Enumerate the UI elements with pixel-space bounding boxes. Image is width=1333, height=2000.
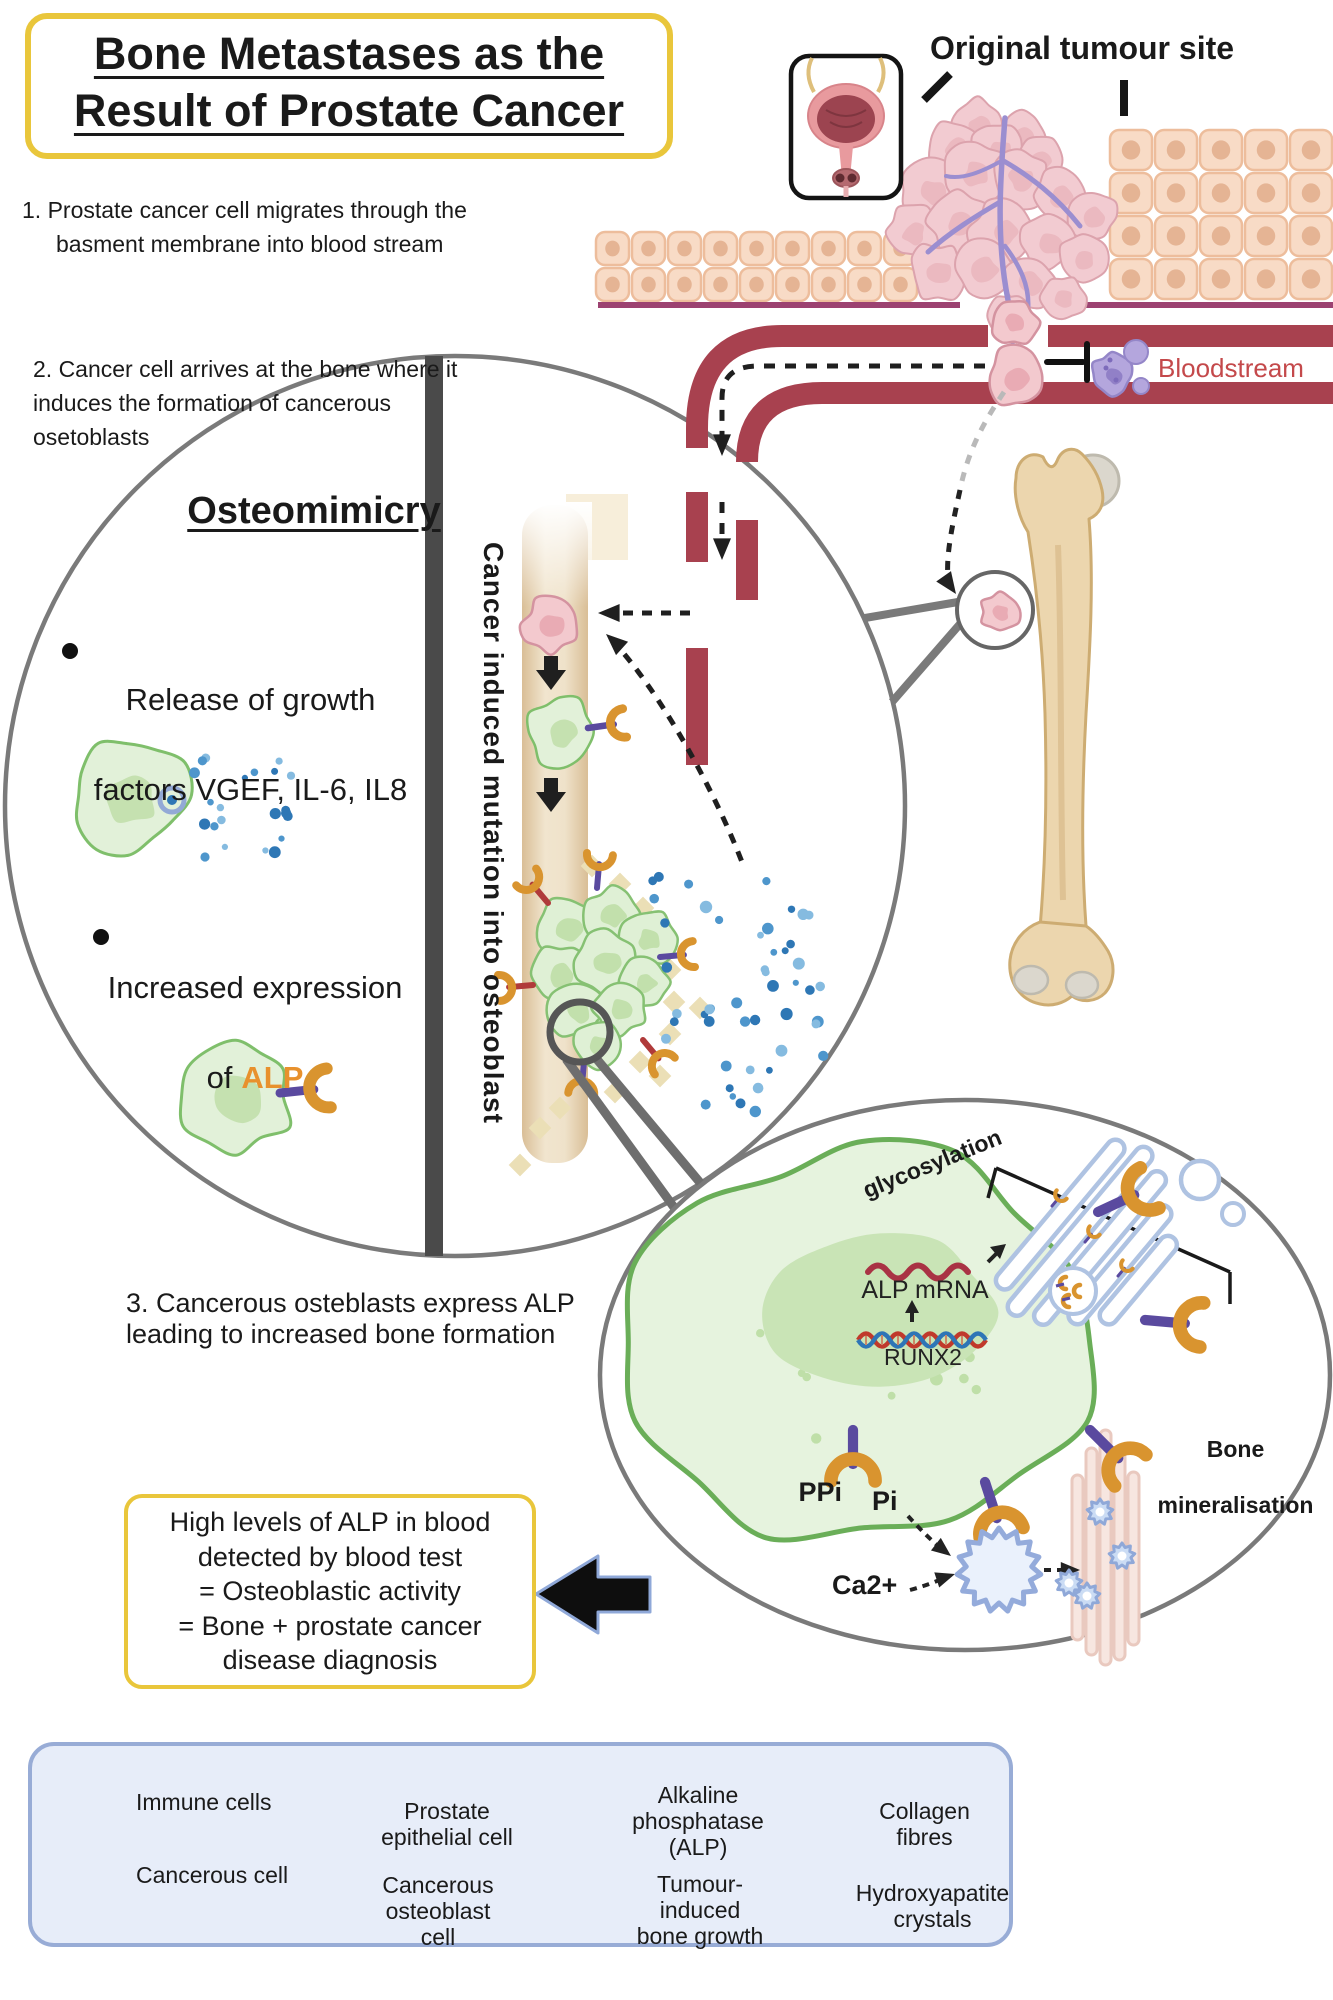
legend-box [28,1742,1013,1947]
step2-text: 2. Cancer cell arrives at the bone where… [33,356,458,450]
osteomimicry-circle [2,353,908,1259]
tumour-site-pointer-lines [921,71,1128,116]
magnifier-ring [546,998,614,1066]
page-title-line2: Result of Prostate Cancer [73,85,625,136]
blood-vessel-walls [686,325,1333,765]
osteomimicry-heading: Osteomimicry [187,490,441,532]
bullet-growth-factors: Release of growth factors VGEF, IL-6, IL… [93,682,408,807]
page-title-line1: Bone Metastases as the [93,28,605,79]
title-box: Bone Metastases as the Result of Prostat… [25,13,673,159]
diagnosis-result-box: High levels of ALP in blood detected by … [124,1494,536,1689]
legend-label-cancerous-cell: Cancerous cell [136,1862,289,1888]
growth-factor-spray [648,871,829,1118]
golgi-apparatus [993,1137,1246,1328]
runx2-label: RUNX2 [884,1344,962,1370]
bone-mineralisation-label: Bone mineralisation [1157,1436,1314,1518]
zoom-link-to-bone [864,570,1035,705]
result-line: = Bone + prostate cancer [178,1610,482,1641]
cancer-mutation-vertical-label: Cancer induced mutation into osteoblast [478,542,509,1124]
alp-highlight: ALP [241,1060,304,1095]
cancer-cell-entering-bloodstream [988,299,1044,407]
cancerous-osteoblast-detail-cell [624,1137,1097,1543]
legend-label-immune-cells: Immune cells [136,1789,272,1815]
arrowhead-to-bone [936,571,956,594]
result-line: = Osteoblastic activity [199,1576,461,1606]
result-line: High levels of ALP in blood [169,1507,491,1537]
epithelial-cell-layers [594,128,1333,303]
alp-membrane-receptors [824,1161,1211,1548]
step1-text: 1. Prostate cancer cell migrates through… [22,197,467,257]
basement-membrane [598,302,1333,308]
bullet-points [62,643,109,945]
alp-mrna-icon [865,1262,971,1282]
primary-tumour-mass [884,95,1119,342]
pi-label: Pi [872,1486,898,1516]
femur-bone [1008,447,1121,1007]
step3-text: 3. Cancerous osteblasts express ALP lead… [126,1288,575,1349]
metastatic-cell-on-bone [979,590,1022,632]
hydroxyapatite-crystals [930,1497,1137,1614]
bone-metastasis-circle [955,570,1035,650]
arrowheads [598,604,629,656]
immune-inhibition-tbar [1044,341,1090,383]
bloodstream-label: Bloodstream [1158,353,1304,383]
result-arrow [534,1554,652,1635]
result-line: detected by blood test [197,1541,463,1572]
result-line: disease diagnosis [222,1645,438,1675]
divider-bar [425,356,443,1256]
original-tumour-site-label: Original tumour site [930,30,1235,66]
immune-cells-bloodstream [1090,339,1150,398]
ca2-label: Ca2+ [832,1570,898,1600]
mutation-sequence-cells [74,594,700,1157]
prostate-inset-box [788,53,904,201]
alp-mrna-label: ALP mRNA [861,1276,989,1304]
ppi-label: PPi [798,1477,842,1507]
mutation-arrows [536,610,745,863]
